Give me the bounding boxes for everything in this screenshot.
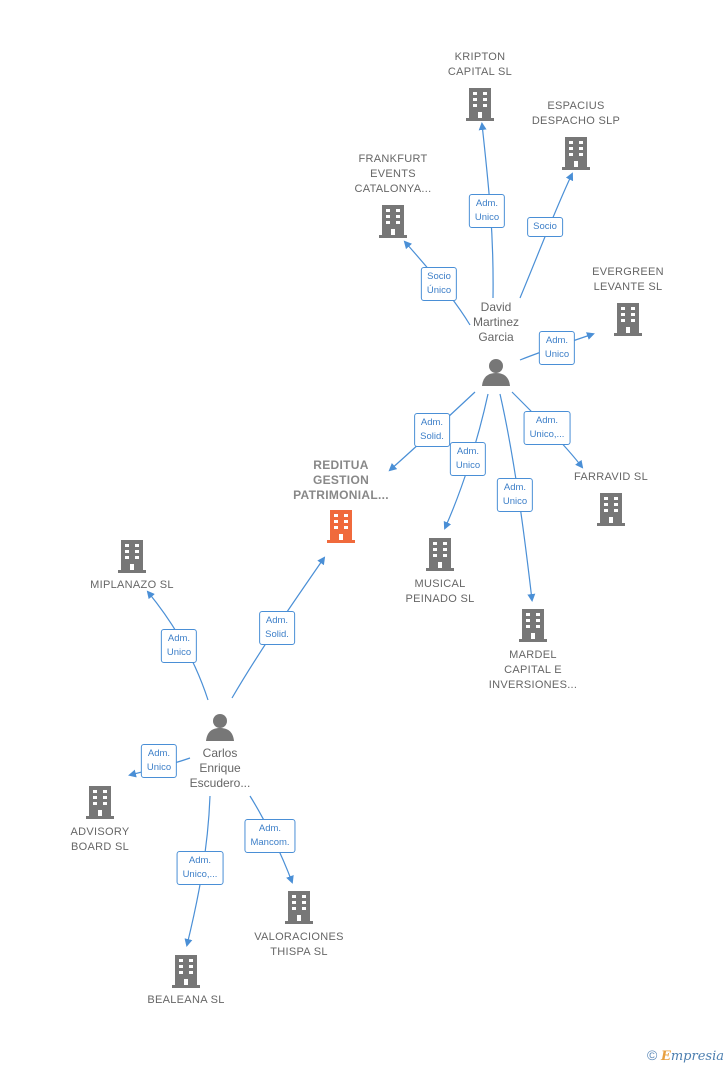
edge-label-david-evergreen[interactable]: Adm. Unico — [538, 331, 576, 365]
company-node-bealeana[interactable]: BEALEANA SL — [136, 953, 236, 1008]
edge-label-david-frankfurt[interactable]: Socio Único — [420, 267, 458, 301]
company-node-farravid[interactable]: FARRAVID SL — [566, 470, 656, 527]
edge-label-carlos-reditua[interactable]: Adm. Solid. — [259, 611, 295, 645]
building-icon — [562, 137, 590, 170]
company-node-evergreen[interactable]: EVERGREEN LEVANTE SL — [580, 265, 676, 337]
company-node-musical[interactable]: MUSICAL PEINADO SL — [392, 536, 488, 607]
edge-label-david-mardel[interactable]: Adm. Unico — [496, 478, 534, 512]
company-node-reditua[interactable]: REDITUA GESTION PATRIMONIAL... — [288, 458, 394, 544]
company-node-frankfurt[interactable]: FRANKFURT EVENTS CATALONYA... — [343, 152, 443, 239]
company-label: MIPLANAZO SL — [90, 579, 174, 591]
edge-label-david-espacius[interactable]: Socio — [527, 217, 563, 237]
building-icon — [614, 303, 642, 336]
building-icon — [379, 205, 407, 238]
person-icon — [206, 714, 234, 741]
company-node-kripton[interactable]: KRIPTON CAPITAL SL — [432, 50, 528, 122]
person-node-carlos[interactable]: Carlos Enrique Escudero... — [178, 712, 262, 791]
edge-label-david-musical[interactable]: Adm. Unico — [449, 442, 487, 476]
company-node-mardel[interactable]: MARDEL CAPITAL E INVERSIONES... — [480, 607, 586, 693]
building-icon — [466, 88, 494, 121]
company-label: EVERGREEN LEVANTE SL — [592, 266, 664, 293]
company-label: MARDEL CAPITAL E INVERSIONES... — [488, 649, 578, 691]
building-icon — [118, 540, 146, 573]
person-label: Carlos Enrique Escudero... — [189, 746, 251, 790]
brand-watermark[interactable]: © Empresia — [647, 1047, 724, 1064]
company-node-valoraciones[interactable]: VALORACIONES THISPA SL — [246, 889, 352, 960]
brand-logo: Empresia — [660, 1049, 724, 1064]
building-icon — [597, 493, 625, 526]
company-label: ESPACIUS DESPACHO SLP — [531, 100, 621, 127]
company-node-advisory[interactable]: ADVISORY BOARD SL — [54, 784, 146, 855]
person-node-david[interactable]: David Martinez Garcia — [456, 300, 536, 387]
edge-label-david-farravid[interactable]: Adm. Unico,... — [523, 411, 571, 445]
company-label: ADVISORY BOARD SL — [70, 826, 130, 853]
copyright-icon: © — [646, 1047, 658, 1063]
building-icon — [519, 609, 547, 642]
building-icon — [172, 955, 200, 988]
edge-label-carlos-valoraciones[interactable]: Adm. Mancom. — [244, 819, 296, 853]
edge-label-carlos-advisory[interactable]: Adm. Unico — [140, 744, 178, 778]
company-label: MUSICAL PEINADO SL — [405, 578, 475, 605]
person-label: David Martinez Garcia — [472, 300, 519, 344]
edge-label-carlos-miplanazo[interactable]: Adm. Unico — [160, 629, 198, 663]
company-label: REDITUA GESTION PATRIMONIAL... — [293, 458, 389, 502]
edge-label-david-kripton[interactable]: Adm. Unico — [468, 194, 506, 228]
edge-label-david-reditua[interactable]: Adm. Solid. — [414, 413, 450, 447]
person-icon — [482, 359, 510, 386]
company-label: VALORACIONES THISPA SL — [254, 931, 344, 958]
company-label: FRANKFURT EVENTS CATALONYA... — [354, 153, 432, 195]
building-icon — [285, 891, 313, 924]
company-label: KRIPTON CAPITAL SL — [447, 51, 513, 78]
company-node-espacius[interactable]: ESPACIUS DESPACHO SLP — [525, 99, 627, 171]
building-icon — [86, 786, 114, 819]
building-icon — [426, 538, 454, 571]
company-label: BEALEANA SL — [147, 994, 225, 1006]
building-icon — [327, 510, 355, 543]
company-label: FARRAVID SL — [573, 471, 648, 483]
edge-label-carlos-bealeana[interactable]: Adm. Unico,... — [176, 851, 224, 885]
company-node-miplanazo[interactable]: MIPLANAZO SL — [82, 538, 182, 593]
